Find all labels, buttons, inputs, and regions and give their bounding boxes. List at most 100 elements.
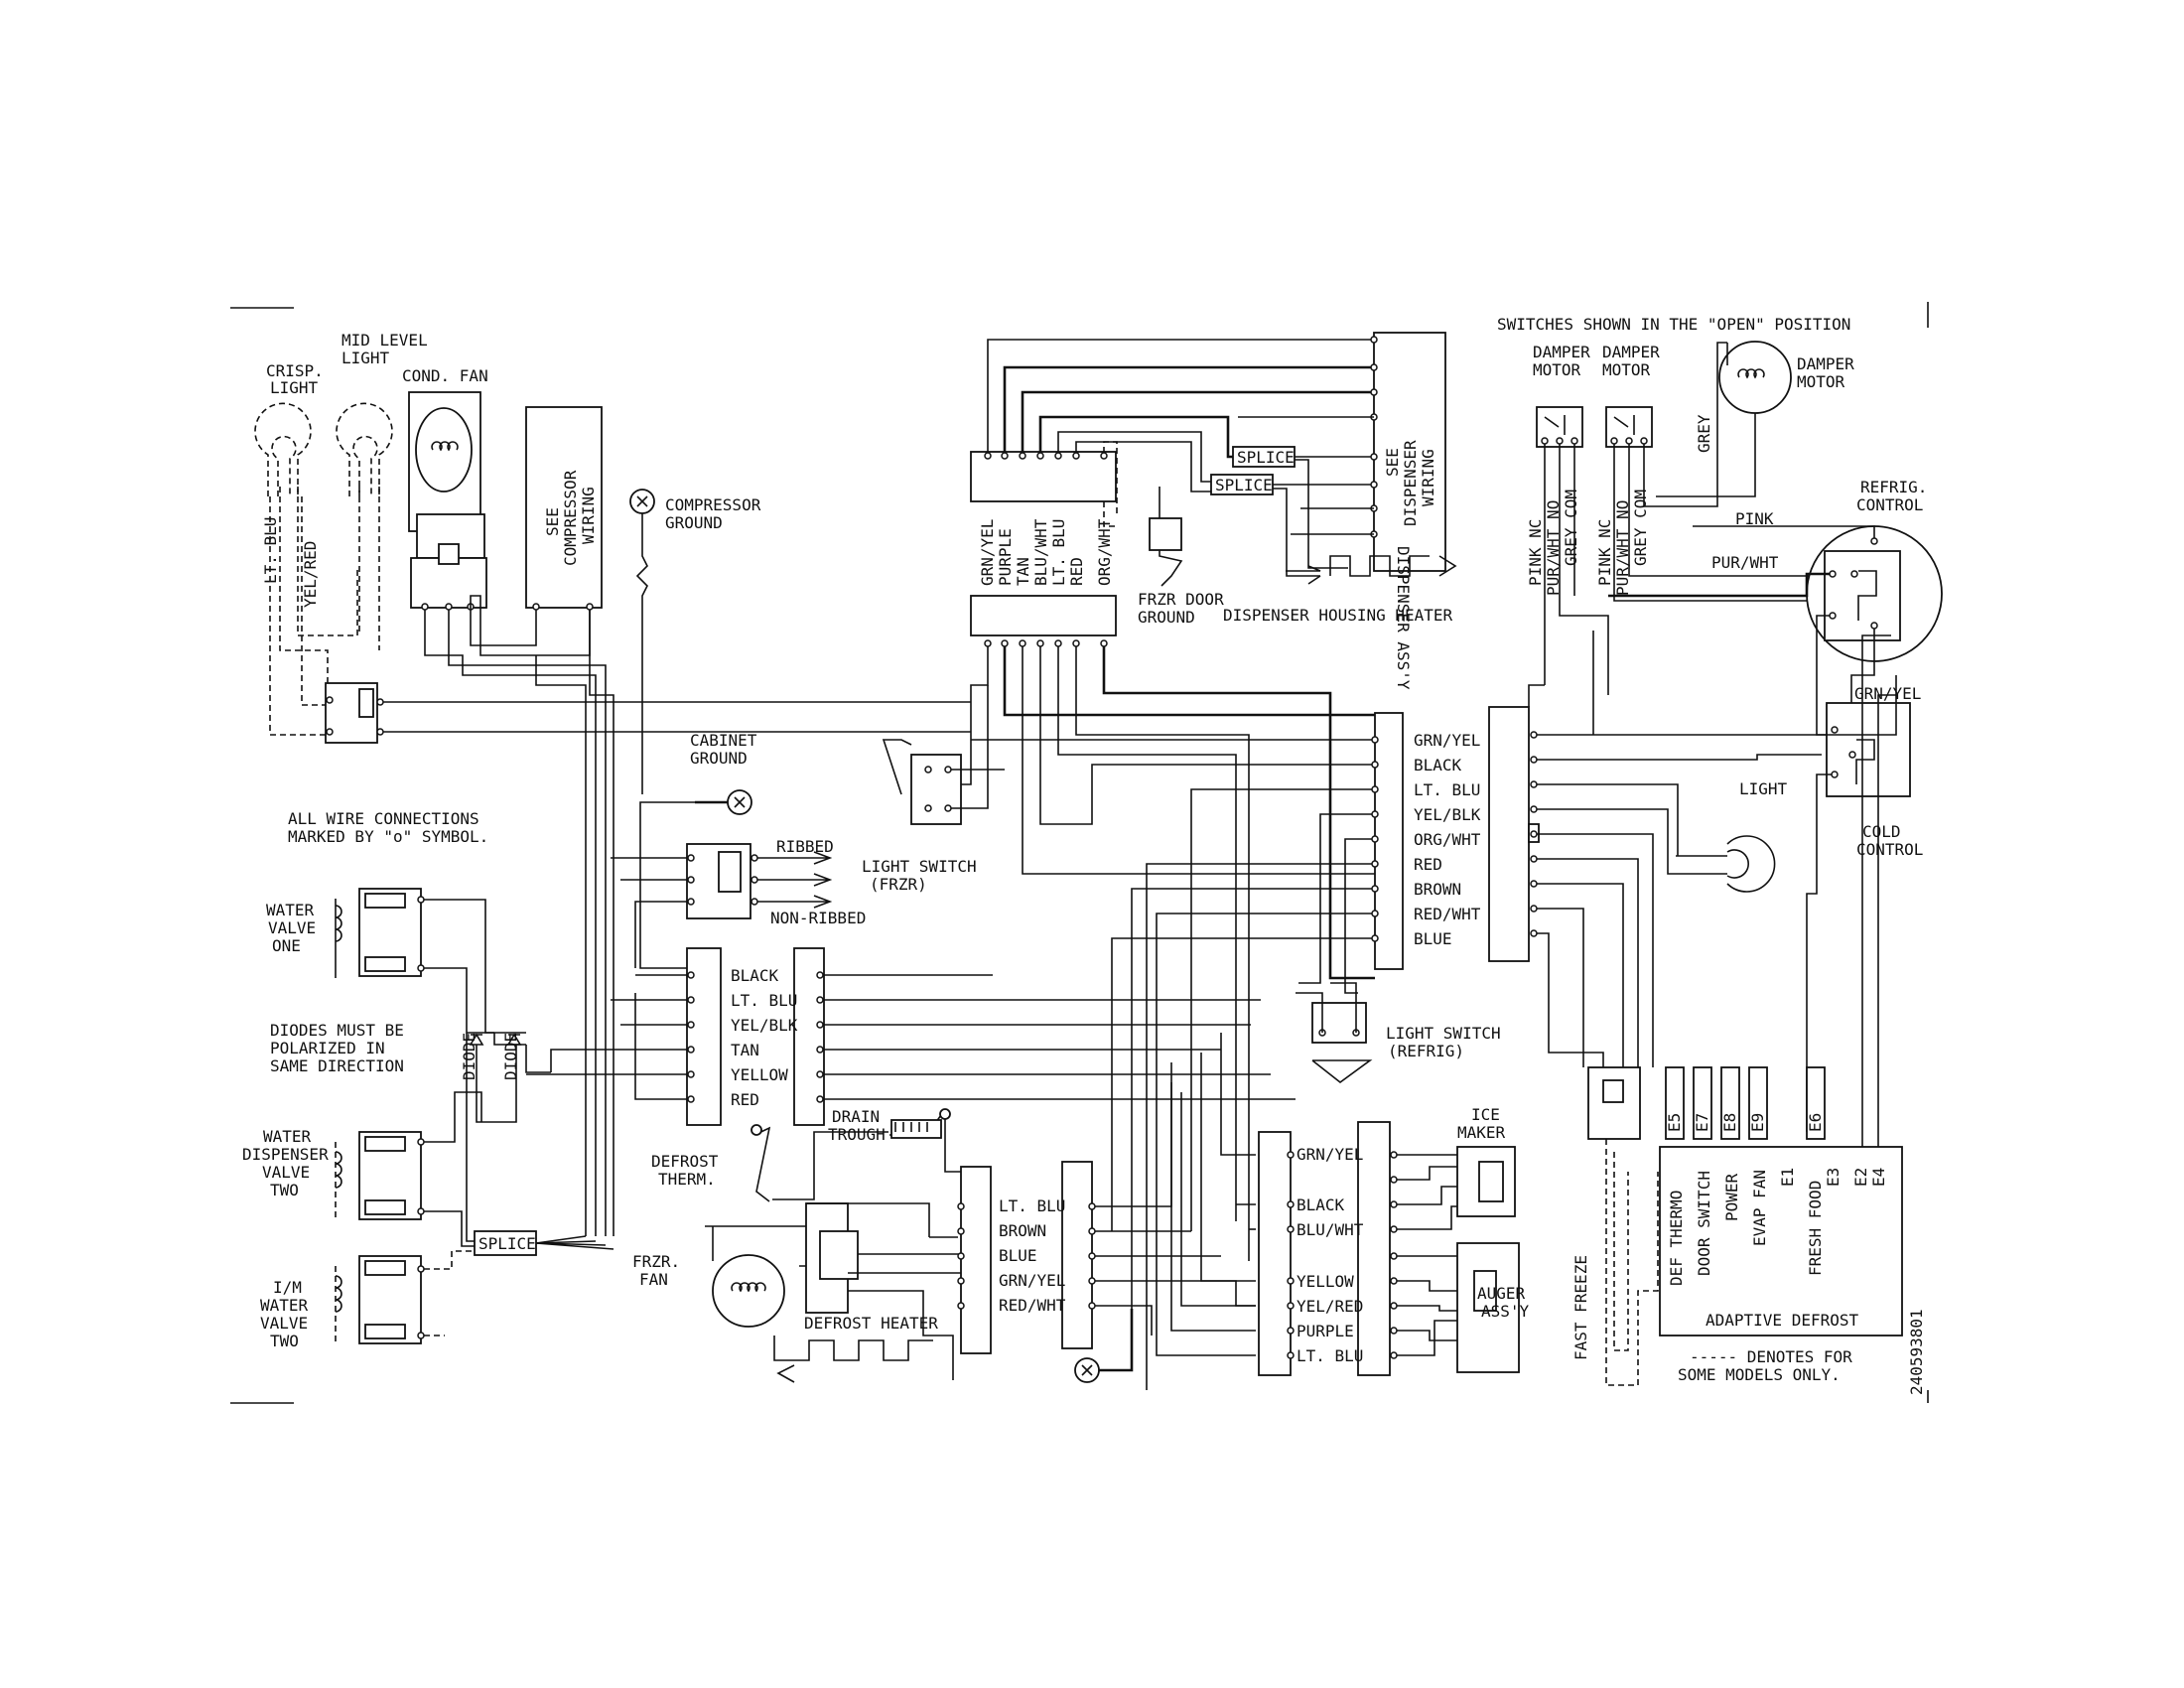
board-def-thermo: DEF THERMO: [1667, 1191, 1686, 1286]
mid-level-light-label-2: LIGHT: [341, 349, 390, 367]
top-block-wire-ltblu: LT. BLU: [1049, 519, 1068, 586]
plug-e5: E5: [1665, 1113, 1684, 1132]
cold-control: COLD CONTROL: [1806, 702, 1923, 1132]
dashed-note-line-2: SOME MODELS ONLY.: [1678, 1365, 1841, 1384]
defrost-heater: DEFROST HEATER: [773, 1202, 961, 1383]
board-door-switch: DOOR SWITCH: [1695, 1171, 1713, 1276]
light-switch-frzr-label: LIGHT SWITCH: [862, 857, 977, 876]
light-switch-refrig-label-2: (REFRIG): [1388, 1042, 1464, 1060]
water-valve-one: WATER VALVE ONE: [266, 888, 494, 1242]
splice-left-label: SPLICE: [478, 1234, 536, 1253]
refrig-control-label-2: CONTROL: [1856, 495, 1923, 514]
water-dispenser-label-4: TWO: [270, 1181, 299, 1199]
damper-motor-label-3b: MOTOR: [1797, 372, 1845, 391]
dispenser-assy: DISPENSER ASS'Y SEE DISPENSER WIRING: [1238, 332, 1446, 690]
ice-maker-label: ICE: [1471, 1105, 1500, 1124]
diodes: DIODE DIODE: [460, 1032, 551, 1123]
left-block-wire-red: RED: [731, 1090, 759, 1109]
right-block-terminals: [1371, 736, 1379, 942]
water-valve-one-label-2: VALVE: [268, 918, 316, 937]
switch-note: SWITCHES SHOWN IN THE "OPEN" POSITION: [1497, 315, 1850, 334]
board-e3: E3: [1824, 1168, 1843, 1187]
splice-top-1-label: SPLICE: [1237, 448, 1295, 467]
right-block-wire-black: BLACK: [1414, 756, 1462, 774]
ribbed-connector: RIBBED NON-RIBBED: [611, 837, 866, 968]
top-harness-block: GRN/YEL PURPLE TAN BLU/WHT LT. BLU RED O…: [961, 339, 1375, 1261]
icemaker-wire-bluwht: BLU/WHT: [1297, 1220, 1364, 1239]
non-ribbed-label: NON-RIBBED: [770, 909, 866, 927]
dashed-note: ----- DENOTES FOR SOME MODELS ONLY.: [1678, 1347, 1852, 1384]
light-fixture: LIGHT: [1676, 779, 1788, 893]
ice-maker: ICE MAKER: [1397, 1105, 1516, 1230]
auger-assy: AUGER ASS'Y: [1397, 1242, 1530, 1373]
switches-open-note: SWITCHES SHOWN IN THE "OPEN" POSITION: [1497, 315, 1850, 334]
board-e2: E2: [1851, 1168, 1870, 1187]
frzr-block-wire-grnyel: GRN/YEL: [999, 1271, 1065, 1290]
right-block-wire-ltblu: LT. BLU: [1414, 780, 1480, 799]
water-dispenser-valve-two: WATER DISPENSER VALVE TWO: [242, 1091, 482, 1247]
left-harness-block: BLACK LT. BLU YEL/BLK TAN YELLOW RED: [526, 947, 1296, 1126]
grnyel-wire-label: GRN/YEL: [1854, 684, 1921, 703]
wire-connection-note: ALL WIRE CONNECTIONS MARKED BY "o" SYMBO…: [288, 809, 488, 846]
left-block-wire-ltblu: LT. BLU: [731, 991, 797, 1010]
drain-trough-label: DRAIN: [832, 1107, 880, 1126]
board-power: POWER: [1722, 1173, 1741, 1221]
diode-note-line-2: POLARIZED IN: [270, 1039, 385, 1057]
frzr-fan-label: FRZR.: [632, 1252, 680, 1271]
lamp-wire-label-ltblu: LT. BLU: [261, 517, 280, 584]
part-number: 240593801: [1907, 1309, 1926, 1395]
damper1-purwht-no: PUR/WHT NO: [1544, 500, 1563, 596]
frzr-door-ground: FRZR DOOR GROUND: [1138, 487, 1224, 627]
dispenser-housing-heater: DISPENSER HOUSING HEATER: [1223, 555, 1457, 625]
compressor-ground-label-2: GROUND: [665, 513, 723, 532]
compressor-wiring: SEE COMPRESSOR WIRING: [525, 406, 603, 611]
plug-e7: E7: [1693, 1113, 1711, 1132]
top-block-wire-purple: PURPLE: [996, 528, 1015, 586]
damper2-purwht-no: PUR/WHT NO: [1613, 500, 1632, 596]
frzr-door-ground-label-2: GROUND: [1138, 608, 1195, 627]
im-water-valve-two: I/M WATER VALVE TWO: [260, 1250, 475, 1350]
light-switch-frzr-label-2: (FRZR): [870, 875, 927, 894]
dispenser-heater-label: DISPENSER HOUSING HEATER: [1223, 606, 1453, 625]
diode-note-line-3: SAME DIRECTION: [270, 1056, 404, 1075]
splice-top-2-label: SPLICE: [1215, 476, 1273, 494]
water-valve-one-label: WATER: [266, 901, 315, 919]
water-dispenser-label-2: DISPENSER: [242, 1145, 329, 1164]
part-number-label: 240593801: [1907, 1309, 1926, 1395]
left-block-wire-yelblk: YEL/BLK: [731, 1016, 798, 1035]
water-dispenser-label-3: VALVE: [262, 1163, 310, 1182]
cabinet-ground: CABINET GROUND: [639, 731, 757, 969]
diode-label-right: DIODE: [501, 1033, 520, 1080]
ribbed-label: RIBBED: [776, 837, 834, 856]
refrig-control: REFRIG. CONTROL PINK PUR/WHT GRN/YEL: [1608, 478, 1943, 736]
right-block-wire-blue: BLUE: [1414, 929, 1452, 948]
board-fresh-food: FRESH FOOD: [1806, 1181, 1825, 1276]
damper-motor-3: DAMPER MOTOR GREY: [1656, 341, 1854, 497]
icemaker-wire-yellow: YELLOW: [1297, 1272, 1354, 1291]
ice-maker-label-2: MAKER: [1457, 1123, 1506, 1142]
damper-motor-label-2a: DAMPER: [1602, 343, 1660, 361]
crisp-light-label-2: LIGHT: [270, 378, 319, 397]
grey-wire-label: GREY: [1695, 414, 1713, 453]
light-switch-frzr: LIGHT SWITCH (FRZR): [862, 685, 1005, 894]
light-switch-refrig-label: LIGHT SWITCH: [1386, 1024, 1501, 1043]
board-e1: E1: [1778, 1168, 1797, 1187]
left-block-wire-black: BLACK: [731, 966, 779, 985]
see-dispenser-label: SEE: [1383, 448, 1402, 477]
drain-trough-label-2: TROUGH: [828, 1125, 886, 1144]
damper-motor-label-3a: DAMPER: [1797, 354, 1854, 373]
diode-label-left: DIODE: [460, 1033, 478, 1080]
frzr-block-wire-ltblu: LT. BLU: [999, 1196, 1065, 1215]
plug-e9: E9: [1748, 1113, 1767, 1132]
plug-e6: E6: [1806, 1113, 1825, 1132]
light-label: LIGHT: [1739, 779, 1788, 798]
cold-control-label: COLD: [1862, 822, 1901, 841]
damper-motor-switch-1: DAMPER MOTOR: [1533, 343, 1609, 695]
dashed-note-line-1: ----- DENOTES FOR: [1690, 1347, 1852, 1366]
top-block-wire-orgwht: ORG/WHT: [1095, 518, 1114, 586]
frzr-block-terminals: [957, 1202, 1096, 1310]
compressor-ground: COMPRESSOR GROUND: [629, 489, 761, 794]
right-block-wire-red: RED: [1414, 855, 1442, 874]
cold-control-label-2: CONTROL: [1856, 840, 1923, 859]
